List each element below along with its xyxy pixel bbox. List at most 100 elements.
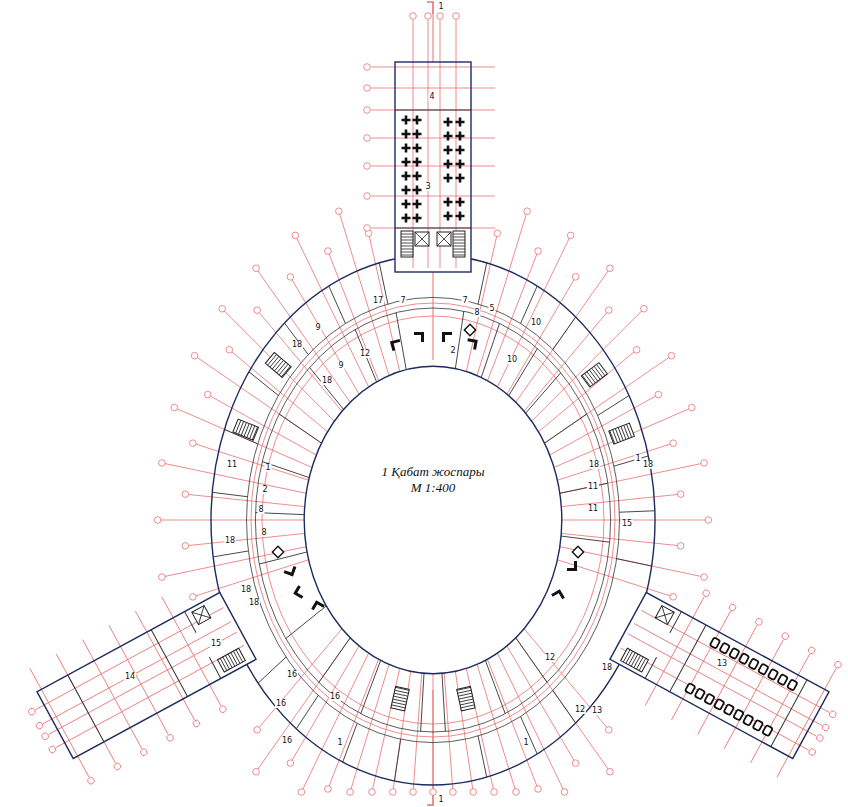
desk xyxy=(710,637,720,648)
axis-line xyxy=(328,659,379,789)
axis-marker xyxy=(535,248,542,255)
axis-line xyxy=(371,88,495,89)
section-number: 1 xyxy=(437,3,444,11)
room-number: 16 xyxy=(286,671,298,679)
axis-marker xyxy=(292,232,299,239)
stair-tread xyxy=(393,699,407,702)
axis-line xyxy=(621,648,809,750)
desk xyxy=(739,653,749,664)
axis-marker xyxy=(701,460,708,467)
desk xyxy=(719,643,729,654)
partition-wall xyxy=(560,483,608,493)
axis-marker xyxy=(254,727,261,734)
stair-outline xyxy=(621,648,649,672)
stair-outline xyxy=(391,686,409,710)
inner-wall xyxy=(304,366,562,673)
room-number: 9 xyxy=(314,324,321,332)
equipment-symbol xyxy=(572,546,583,557)
furniture-symbol xyxy=(567,561,577,571)
room-number: 16 xyxy=(281,737,293,745)
axis-line xyxy=(777,668,836,777)
stair-tread xyxy=(453,234,465,235)
axis-line xyxy=(477,664,516,792)
axis-marker xyxy=(494,230,501,237)
axis-line xyxy=(30,668,89,777)
axis-line xyxy=(256,268,350,402)
axis-marker xyxy=(298,789,305,796)
room-number: 18 xyxy=(240,586,252,594)
axis-line xyxy=(428,20,429,268)
stair-tread xyxy=(401,252,413,253)
axis-line xyxy=(56,645,244,747)
axis-line xyxy=(109,625,168,734)
partition-wall xyxy=(286,606,326,639)
axis-marker xyxy=(364,64,371,71)
stair-tread xyxy=(610,431,615,444)
axis-marker xyxy=(453,13,460,20)
axis-line xyxy=(561,533,680,545)
room-number: 1 xyxy=(336,739,343,747)
axis-marker xyxy=(524,208,531,215)
stair-tread xyxy=(587,372,595,383)
desk xyxy=(762,725,772,736)
stair-tread xyxy=(453,252,465,253)
room-number: 18 xyxy=(588,461,600,469)
axis-marker xyxy=(325,248,332,255)
desk xyxy=(733,709,743,720)
stair-tread xyxy=(592,368,600,379)
partition-wall xyxy=(526,373,561,413)
corridor-wall xyxy=(247,297,620,742)
room-number: 11 xyxy=(587,505,599,513)
axis-marker xyxy=(364,135,371,142)
stair-tread xyxy=(393,696,407,699)
room-number: 12 xyxy=(544,654,556,662)
axis-marker xyxy=(606,307,613,314)
seat-cluster xyxy=(413,144,422,153)
desk xyxy=(685,683,695,694)
stair-outline xyxy=(453,231,465,257)
wall xyxy=(645,612,807,747)
axis-line xyxy=(440,20,441,268)
stair-tread xyxy=(401,243,413,244)
axis-marker xyxy=(159,574,166,581)
axis-line xyxy=(208,395,317,455)
furniture-symbol xyxy=(551,589,565,603)
room-number: 18 xyxy=(321,377,333,385)
furniture-symbol xyxy=(466,338,478,350)
axis-marker xyxy=(607,265,614,272)
axis-line xyxy=(433,674,434,792)
axis-marker xyxy=(27,707,36,716)
seat-cluster xyxy=(402,214,411,223)
lift-outline xyxy=(437,232,451,246)
room-number: 8 xyxy=(260,529,267,537)
axis-marker xyxy=(364,163,371,170)
desk xyxy=(714,699,724,710)
axis-marker xyxy=(807,646,816,655)
room-number: 17 xyxy=(372,297,384,305)
stair-tread xyxy=(631,654,638,666)
wing-ground xyxy=(37,593,256,759)
stair-tread xyxy=(453,237,465,238)
axis-marker xyxy=(287,760,294,767)
axis-marker xyxy=(347,789,354,796)
axis-line xyxy=(516,638,610,772)
room-number: 16 xyxy=(329,693,341,701)
axis-line xyxy=(497,235,570,386)
stair-tread xyxy=(453,246,465,247)
lift-cross xyxy=(415,232,429,246)
stair-outline xyxy=(581,363,607,387)
axis-marker xyxy=(677,543,684,550)
axis-line xyxy=(256,638,350,772)
room-number: 2 xyxy=(261,486,268,494)
axis-marker xyxy=(390,789,397,796)
partition-wall xyxy=(442,673,445,731)
stair-symbol xyxy=(457,686,475,710)
room-number: 2 xyxy=(449,347,456,355)
axis-line xyxy=(295,235,368,386)
partition-wall xyxy=(259,552,307,564)
room-number: 18 xyxy=(248,599,260,607)
stair-tread xyxy=(392,702,406,705)
axis-marker xyxy=(254,307,261,314)
partition-wall xyxy=(478,736,487,777)
seat-cluster xyxy=(456,146,465,155)
